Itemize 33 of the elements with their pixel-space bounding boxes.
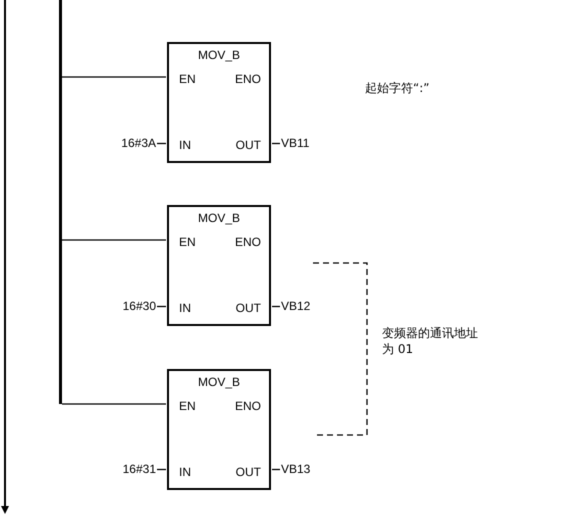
input-operand: 16#30 <box>122 299 156 313</box>
pin-label: ENO <box>234 399 261 413</box>
wire <box>62 239 166 241</box>
function-block <box>167 42 271 163</box>
pin-label: EN <box>179 399 196 413</box>
comment-text: 起始字符“:” <box>365 80 430 96</box>
wire <box>62 76 166 78</box>
comment-text: 变频器的通讯地址为 01 <box>382 325 479 357</box>
wire <box>157 306 166 308</box>
input-operand: 16#31 <box>122 462 156 476</box>
block-title: MOV_B <box>196 48 241 62</box>
pin-label: ENO <box>234 235 261 249</box>
pin-label: OUT <box>236 138 261 152</box>
wire <box>157 142 166 144</box>
pin-label: IN <box>179 301 191 315</box>
function-block <box>167 205 271 326</box>
pin-label: EN <box>179 72 196 86</box>
pin-label: EN <box>179 235 196 249</box>
pin-label: OUT <box>236 465 261 479</box>
function-block <box>167 369 271 490</box>
wire <box>157 468 166 470</box>
block-title: MOV_B <box>196 211 241 225</box>
wire <box>62 403 166 405</box>
pin-label: OUT <box>236 301 261 315</box>
output-operand: VB13 <box>281 462 310 476</box>
input-operand: 16#3A <box>121 136 156 150</box>
pin-label: IN <box>179 138 191 152</box>
branch-bus-line <box>59 0 62 404</box>
pin-label: IN <box>179 465 191 479</box>
pin-label: ENO <box>234 72 261 86</box>
output-operand: VB12 <box>281 299 310 313</box>
output-operand: VB11 <box>281 136 310 150</box>
block-title: MOV_B <box>196 375 241 389</box>
